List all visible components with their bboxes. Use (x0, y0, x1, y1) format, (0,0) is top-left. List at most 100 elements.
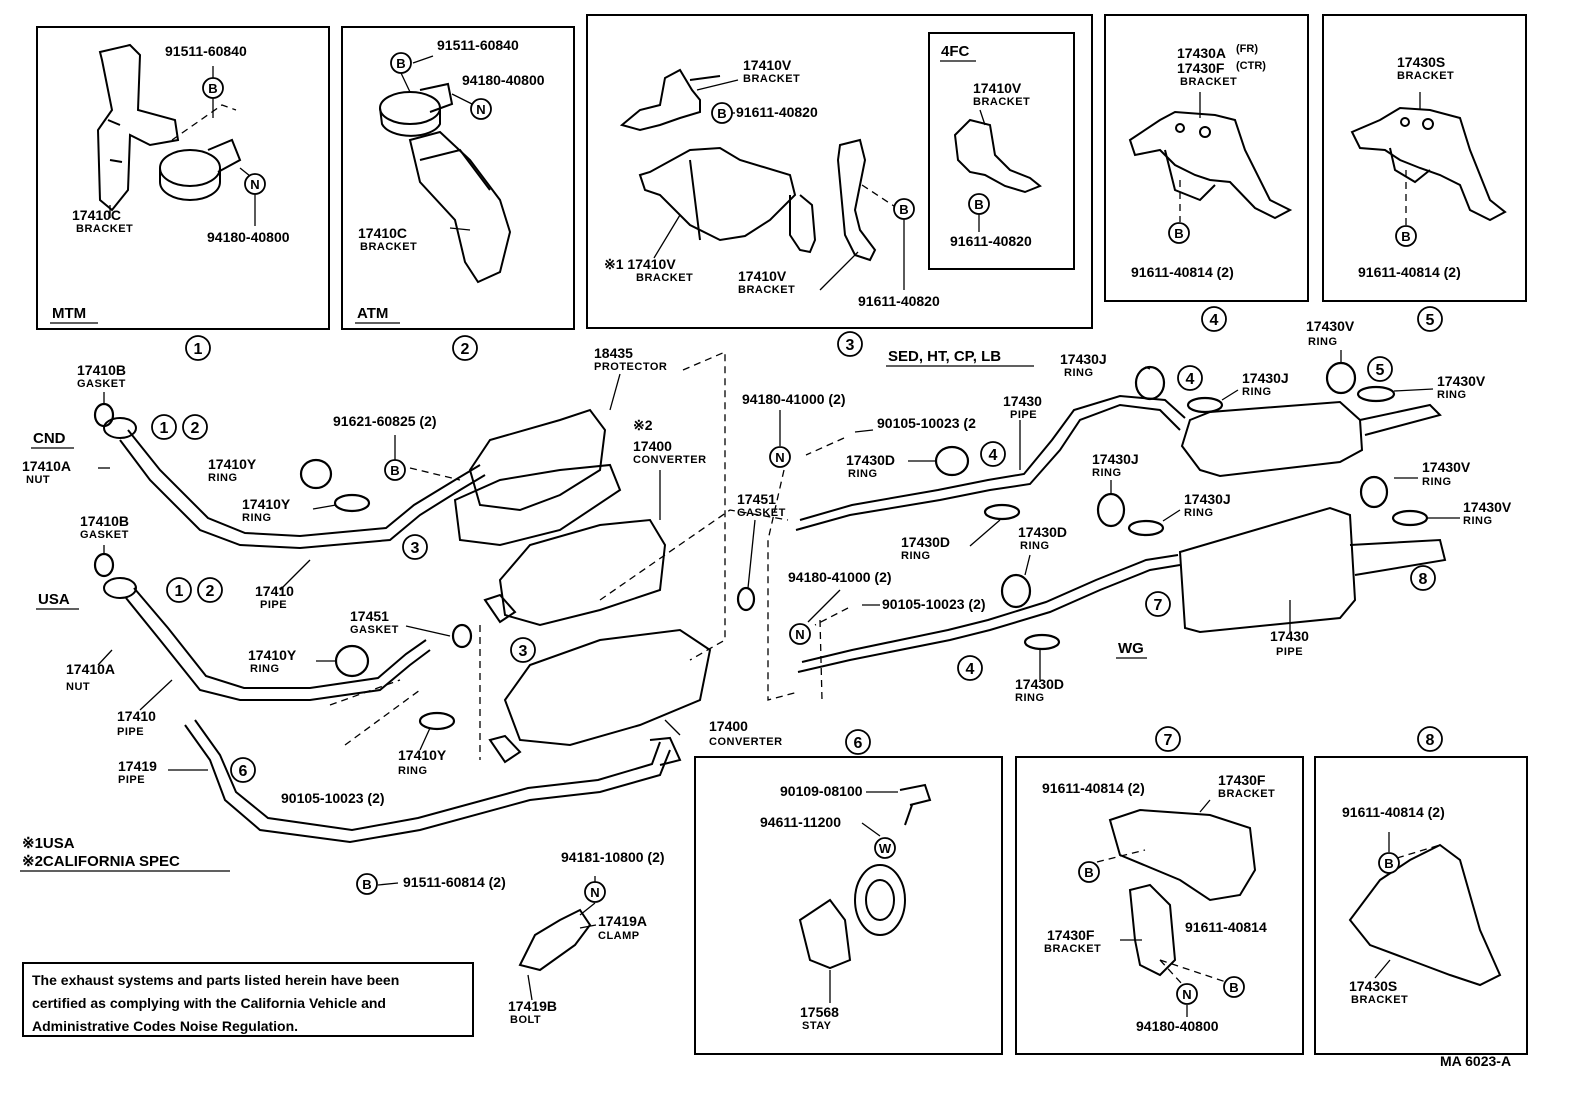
label-m-nut-2: NUT (66, 681, 90, 693)
svg-text:N: N (795, 627, 804, 642)
svg-text:4: 4 (989, 447, 998, 464)
label-p4-17430a: 17430A (1177, 45, 1226, 61)
label-m-17419b: 17419B (508, 998, 557, 1014)
label-r-pipe-1: PIPE (1010, 409, 1037, 421)
svg-text:8: 8 (1419, 571, 1428, 588)
label-r-sed: SED, HT, CP, LB (888, 348, 1001, 365)
svg-text:B: B (899, 202, 908, 217)
label-p5-17430s: 17430S (1397, 54, 1445, 70)
label-m-x2: ※2 (633, 417, 653, 433)
fastener-marker-mk-16: B (1078, 861, 1100, 883)
callout-number-co-18: 4 (957, 655, 983, 681)
label-m-pipe-2: PIPE (117, 726, 144, 738)
label-m-90105-1: 90105-10023 (2) (281, 790, 385, 806)
svg-text:4: 4 (1186, 371, 1195, 388)
label-p1-bracket: BRACKET (76, 223, 133, 235)
ring-part-rg-2 (299, 458, 333, 490)
label-r-wg: WG (1118, 640, 1144, 657)
svg-text:8: 8 (1426, 732, 1435, 749)
svg-text:N: N (476, 102, 485, 117)
compliance-note-line-2: certified as complying with the Californ… (32, 995, 386, 1011)
label-p1-91511: 91511-60840 (165, 43, 247, 59)
fastener-marker-mk-5: B (711, 102, 733, 124)
label-m-18435: 18435 (594, 345, 633, 361)
label-r-90105-2: 90105-10023 (2) (882, 596, 986, 612)
label-m-17410b-1: 17410B (77, 362, 126, 378)
label-m-pipe-1: PIPE (260, 599, 287, 611)
label-p1-mtm: MTM (52, 305, 86, 322)
label-p3-4fc: 4FC (941, 43, 970, 60)
callout-number-co-19: 6 (845, 729, 871, 755)
label-r-pipe-2: PIPE (1276, 646, 1303, 658)
label-m-ref: MA 6023-A (1440, 1053, 1511, 1069)
label-r-17430d-4: 17430D (1015, 676, 1064, 692)
callout-number-co-16: 7 (1145, 591, 1171, 617)
label-m-converter-1: CONVERTER (633, 454, 707, 466)
fastener-marker-mk-7: B (968, 193, 990, 215)
callout-number-co-4: 4 (1201, 306, 1227, 332)
label-r-17430v-4: 17430V (1463, 499, 1512, 515)
fastener-marker-mk-9: B (1395, 225, 1417, 247)
label-p3-17410v-d: 17410V (973, 80, 1022, 96)
svg-text:2: 2 (206, 583, 215, 600)
svg-text:B: B (362, 877, 371, 892)
panel-4-parts (1128, 92, 1293, 222)
label-r-17430-1: 17430 (1003, 393, 1042, 409)
callout-number-co-1: 1 (185, 335, 211, 361)
label-p1-17410c: 17410C (72, 207, 121, 223)
label-m-17410y-1: 17410Y (208, 456, 257, 472)
label-m-94181: 94181-10800 (2) (561, 849, 665, 865)
label-m-converter-2: CONVERTER (709, 736, 783, 748)
ring-part-rg-6 (451, 623, 473, 649)
label-r-17430j-1: 17430J (1060, 351, 1107, 367)
label-m-17410y-3: 17410Y (248, 647, 297, 663)
fastener-marker-mk-1: B (202, 77, 224, 99)
fastener-marker-mk-19: B (1378, 852, 1400, 874)
label-m-17410a-2: 17410A (66, 661, 115, 677)
label-m-91621: 91621-60825 (2) (333, 413, 437, 429)
label-m-cnd: CND (33, 430, 66, 447)
label-r-ring-10: RING (1020, 540, 1050, 552)
label-m-17451-1: 17451 (350, 608, 389, 624)
callout-number-co-7: 2 (182, 414, 208, 440)
label-m-gasket-3: GASKET (350, 624, 399, 636)
ring-part-rg-10 (1134, 365, 1166, 401)
ring-part-rg-11 (1186, 396, 1224, 414)
label-r-ring-6: RING (1092, 467, 1122, 479)
panel-1-frame (36, 26, 330, 330)
label-m-17410b-2: 17410B (80, 513, 129, 529)
label-p3-bracket-b: BRACKET (636, 272, 693, 284)
svg-text:B: B (717, 106, 726, 121)
label-p4-bracket: BRACKET (1180, 76, 1237, 88)
fastener-marker-mk-15: W (874, 837, 896, 859)
fastener-marker-mk-14: N (584, 881, 606, 903)
label-p2-94180: 94180-40800 (462, 72, 545, 88)
label-p8-17430s: 17430S (1349, 978, 1397, 994)
misc-parts (518, 783, 1502, 987)
label-m-17400-2: 17400 (709, 718, 748, 734)
svg-text:B: B (1384, 856, 1393, 871)
compliance-note: The exhaust systems and parts listed her… (22, 962, 474, 1037)
label-p7-bracket-b: BRACKET (1044, 943, 1101, 955)
converters (453, 408, 712, 766)
label-m-ring-1: RING (208, 472, 238, 484)
fastener-marker-mk-10: B (384, 459, 406, 481)
fastener-marker-mk-18: N (1176, 983, 1198, 1005)
label-p4-91611: 91611-40814 (2) (1131, 264, 1234, 280)
label-m-ca-note: ※2CALIFORNIA SPEC (22, 853, 180, 870)
svg-text:W: W (879, 841, 892, 856)
label-r-ring-9: RING (1463, 515, 1493, 527)
callout-number-co-6: 1 (151, 414, 177, 440)
panel-6-frame (694, 756, 1003, 1055)
label-p4-ctr: (CTR) (1236, 60, 1266, 72)
label-p7-17430f-b: 17430F (1047, 927, 1095, 943)
callout-number-co-11: 5 (1367, 356, 1393, 382)
label-p6-94611: 94611-11200 (760, 814, 841, 830)
label-p3-17410v-c: 17410V (738, 268, 787, 284)
label-p6-90109: 90109-08100 (780, 783, 863, 799)
fastener-marker-mk-12: N (789, 623, 811, 645)
label-p2-17410c: 17410C (358, 225, 407, 241)
panel-frames (36, 14, 1528, 1055)
